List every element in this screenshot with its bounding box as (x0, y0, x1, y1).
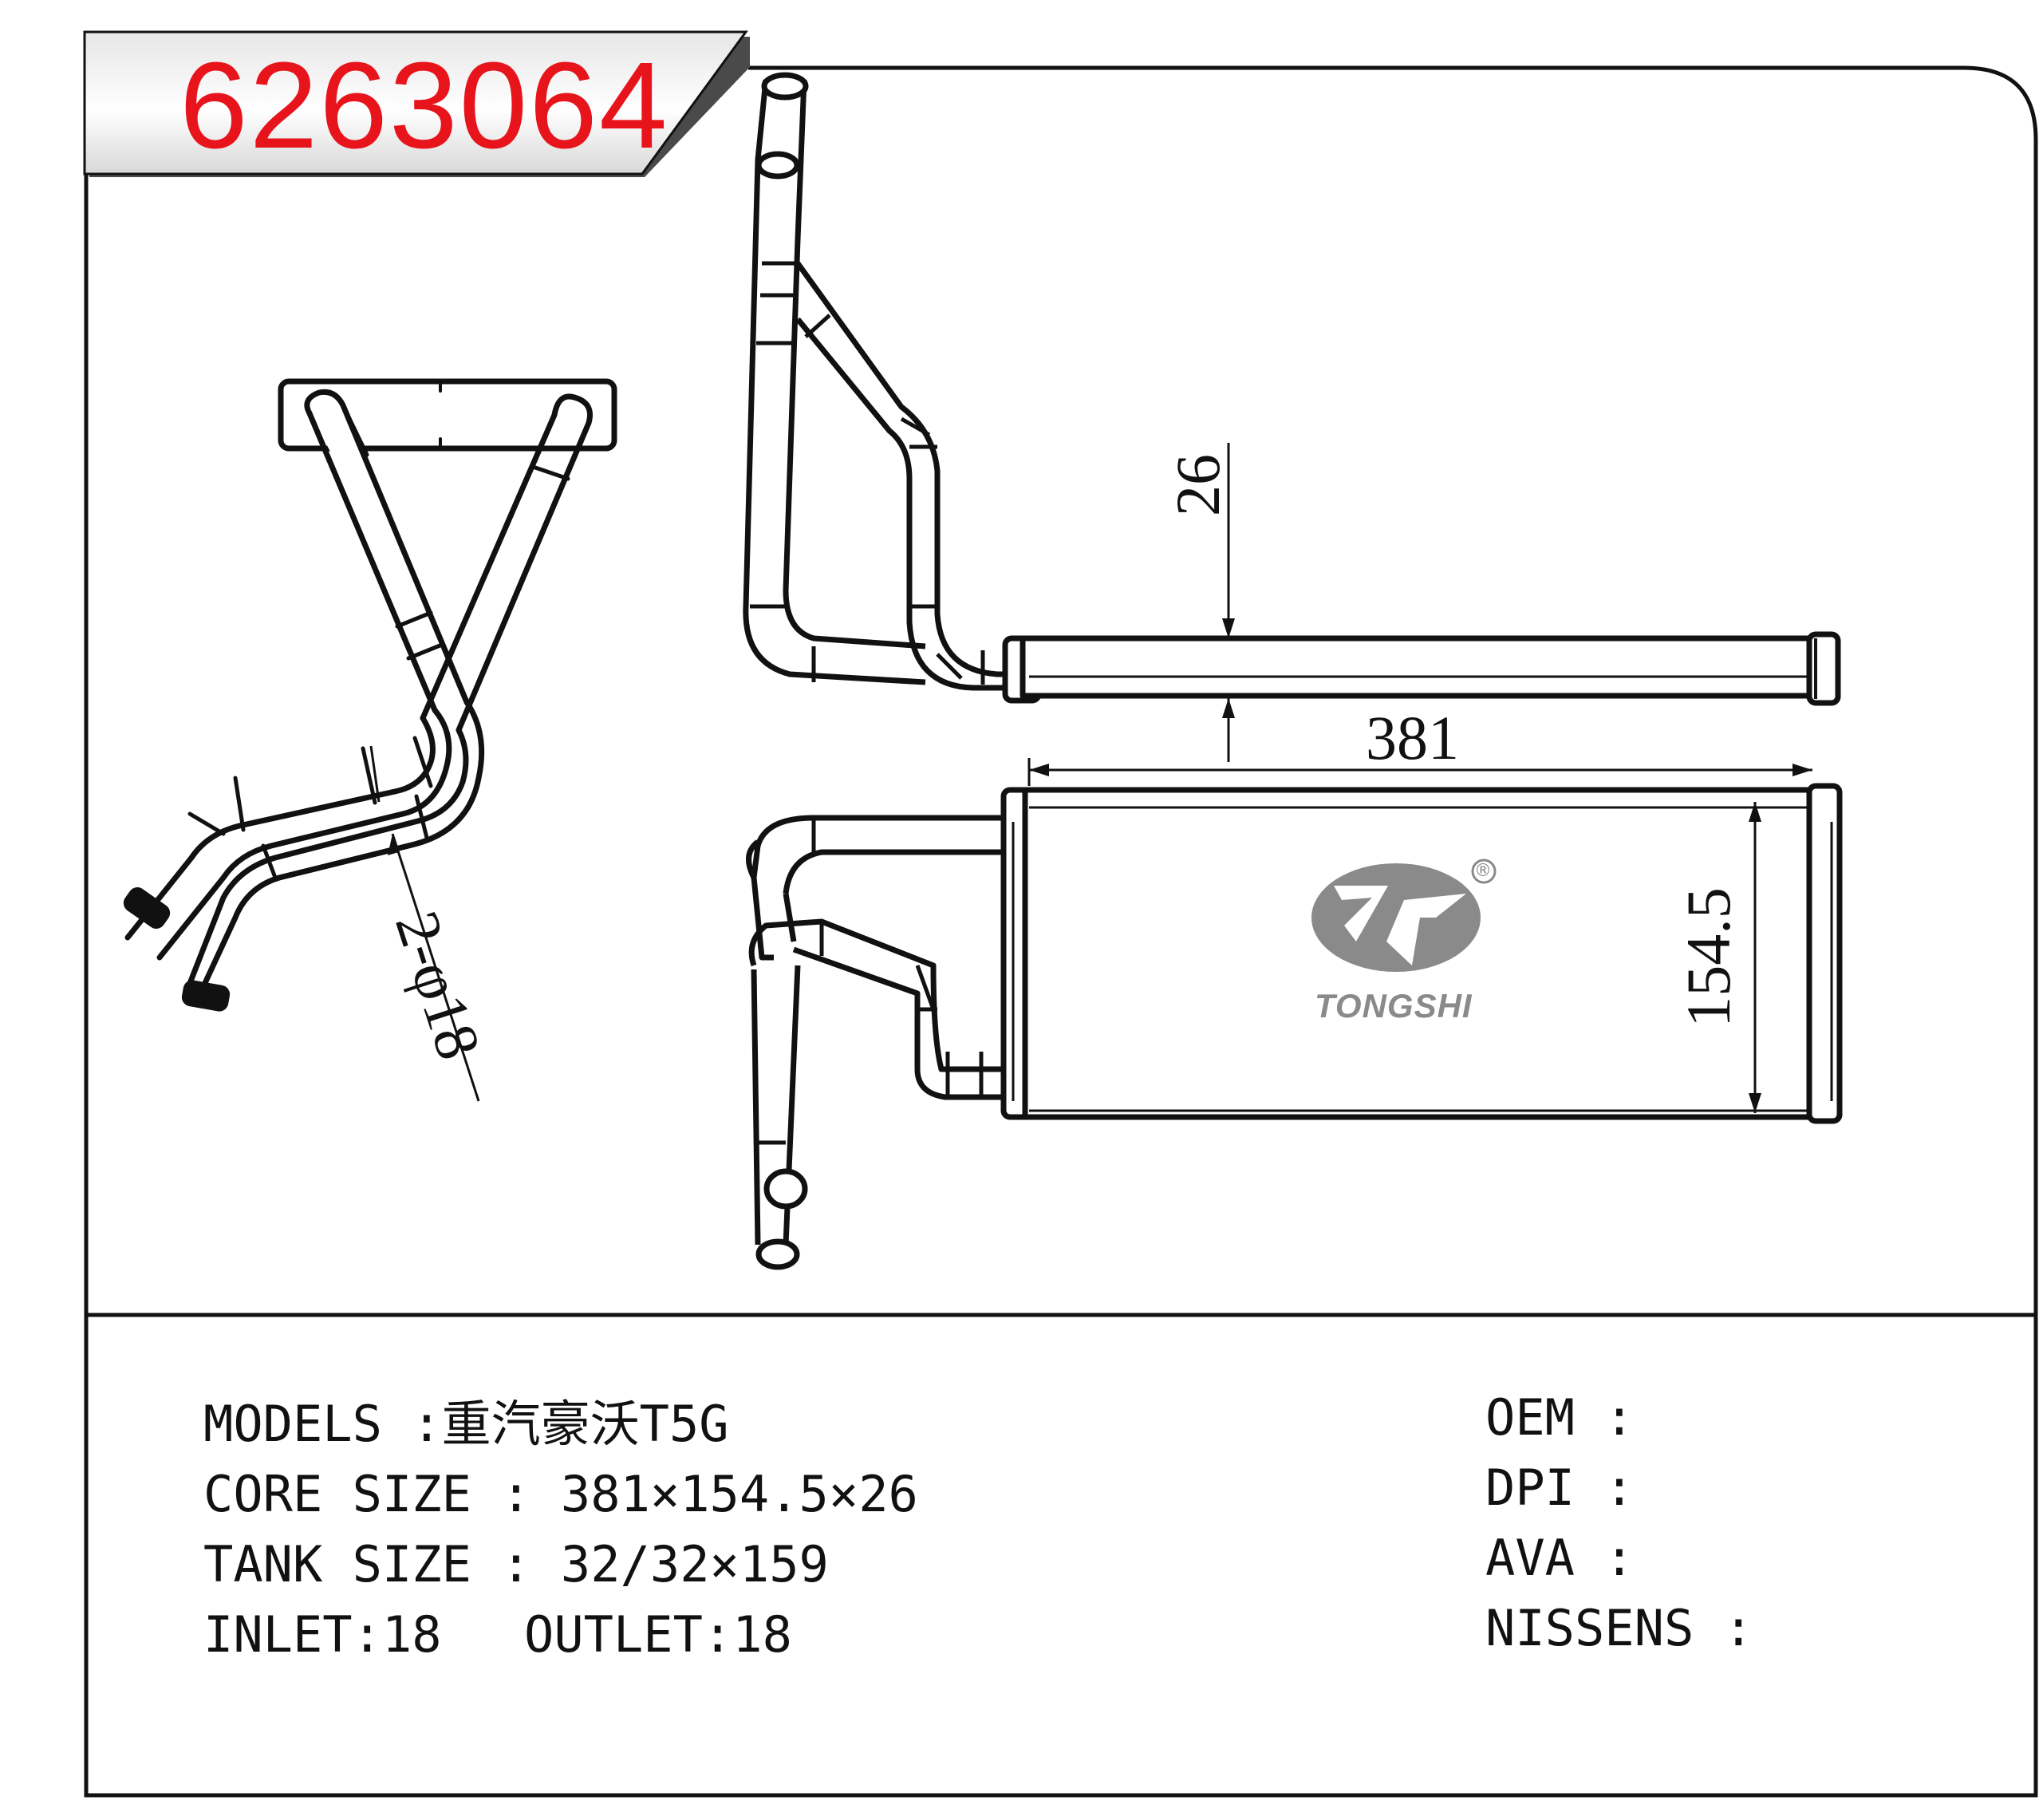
dim-thickness-label: 26 (1163, 454, 1232, 516)
tongshi-logo-mark (1311, 859, 1497, 972)
spec-core-size: CORE SIZE : 381×154.5×26 (203, 1465, 918, 1523)
spec-oem: OEM : (1485, 1388, 1635, 1447)
top-pipe-view (743, 72, 1841, 706)
spec-dpi: DPI : (1485, 1459, 1635, 1517)
diameter-arrow (388, 834, 399, 855)
diameter-leader (391, 833, 480, 1102)
part-number: 6263064 (179, 37, 669, 174)
spec-nissens: NISSENS : (1485, 1599, 1753, 1657)
spec-tank-size: TANK SIZE : 32/32×159 (203, 1535, 829, 1593)
dim-height-label: 154.5 (1673, 887, 1743, 1028)
outer-frame (84, 65, 2038, 1798)
spec-ava: AVA : (1485, 1529, 1635, 1587)
dim-width-label: 381 (1366, 703, 1459, 772)
title-banner (83, 30, 748, 176)
registered-mark: ® (1474, 861, 1492, 881)
spec-models: MODELS :重汽豪沃T5G (203, 1395, 729, 1453)
spec-inlet: INLET:18 (203, 1605, 442, 1664)
left-pipe-view (123, 378, 617, 1012)
brand-logo-text: TONGSHI (1315, 987, 1473, 1024)
spec-outlet: OUTLET:18 (524, 1605, 792, 1664)
